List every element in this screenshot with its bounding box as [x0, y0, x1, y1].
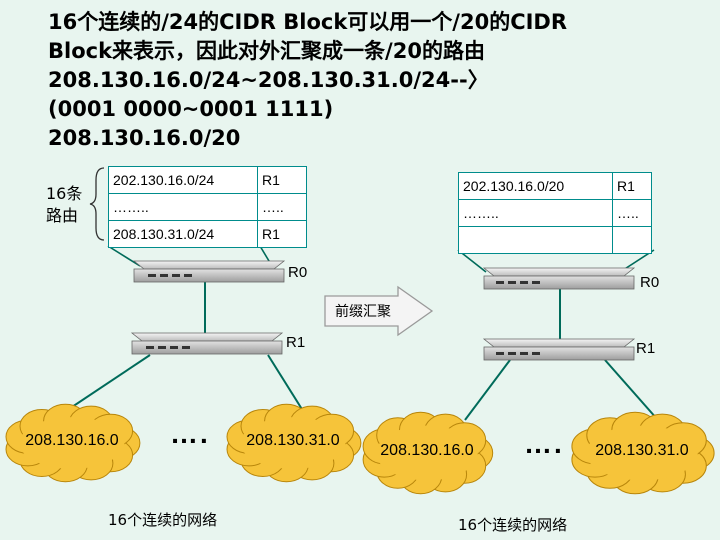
routes-brace [89, 167, 105, 241]
right-networks-ellipsis: …. [524, 428, 564, 459]
left-networks-caption: 16个连续的网络 [108, 511, 218, 529]
routes-count-label: 16条 路由 [46, 183, 86, 227]
left-router-r1 [130, 332, 284, 355]
slide-heading: 16个连续的/24的CIDR Block可以用一个/20的CIDR Block来… [48, 8, 708, 153]
routes-count-line-1: 16条 [46, 184, 83, 203]
route-next-hop [612, 226, 652, 254]
right-cloud-last-network: 208.130.31.0 [595, 442, 689, 459]
right-cloud-last-cloud [571, 411, 715, 495]
left-routing-table: 202.130.16.0/24 R1 …….. ….. 208.130.31.0… [108, 166, 307, 248]
right-router-r1 [482, 338, 636, 361]
right-router-r0 [482, 267, 636, 290]
table-row [458, 226, 652, 254]
route-network: …….. [108, 193, 258, 221]
route-network [458, 226, 613, 254]
right-cloud-first-cloud [362, 411, 494, 495]
left-cloud-first-cloud [5, 403, 141, 483]
route-network: …….. [458, 199, 613, 227]
route-next-hop: R1 [612, 172, 652, 200]
left-router-r0 [132, 260, 286, 283]
aggregation-label: 前缀汇聚 [335, 304, 391, 320]
heading-line-3: 208.130.16.0/24~208.130.31.0/24--〉 [48, 68, 489, 92]
right-router-r1-label: R1 [636, 340, 656, 357]
right-networks-caption: 16个连续的网络 [458, 516, 568, 534]
heading-line-2: Block来表示，因此对外汇聚成一条/20的路由 [48, 39, 485, 63]
route-next-hop: ….. [612, 199, 652, 227]
left-cloud-last-network: 208.130.31.0 [246, 432, 340, 449]
table-row: …….. ….. [458, 199, 652, 227]
route-next-hop: R1 [257, 220, 307, 248]
heading-line-5: 208.130.16.0/20 [48, 126, 241, 150]
route-network: 202.130.16.0/20 [458, 172, 613, 200]
left-networks-ellipsis: …. [170, 418, 210, 449]
route-next-hop: ….. [257, 193, 307, 221]
heading-line-4: (0001 0000~0001 1111) [48, 97, 334, 121]
routes-count-line-2: 路由 [46, 206, 79, 225]
table-row: 208.130.31.0/24 R1 [108, 220, 307, 248]
heading-line-1: 16个连续的/24的CIDR Block可以用一个/20的CIDR [48, 10, 568, 34]
left-cloud-first-network: 208.130.16.0 [25, 432, 119, 449]
aggregation-arrow [324, 285, 434, 337]
right-routing-table: 202.130.16.0/20 R1 …….. ….. [458, 172, 652, 254]
table-row: 202.130.16.0/20 R1 [458, 172, 652, 200]
table-row: 202.130.16.0/24 R1 [108, 166, 307, 194]
route-next-hop: R1 [257, 166, 307, 194]
table-row: …….. ….. [108, 193, 307, 221]
right-router-r0-label: R0 [640, 274, 660, 291]
route-network: 202.130.16.0/24 [108, 166, 258, 194]
route-network: 208.130.31.0/24 [108, 220, 258, 248]
right-cloud-first-network: 208.130.16.0 [380, 442, 474, 459]
left-router-r1-label: R1 [286, 334, 306, 351]
left-cloud-last-cloud [226, 403, 362, 483]
left-router-r0-label: R0 [288, 264, 308, 281]
